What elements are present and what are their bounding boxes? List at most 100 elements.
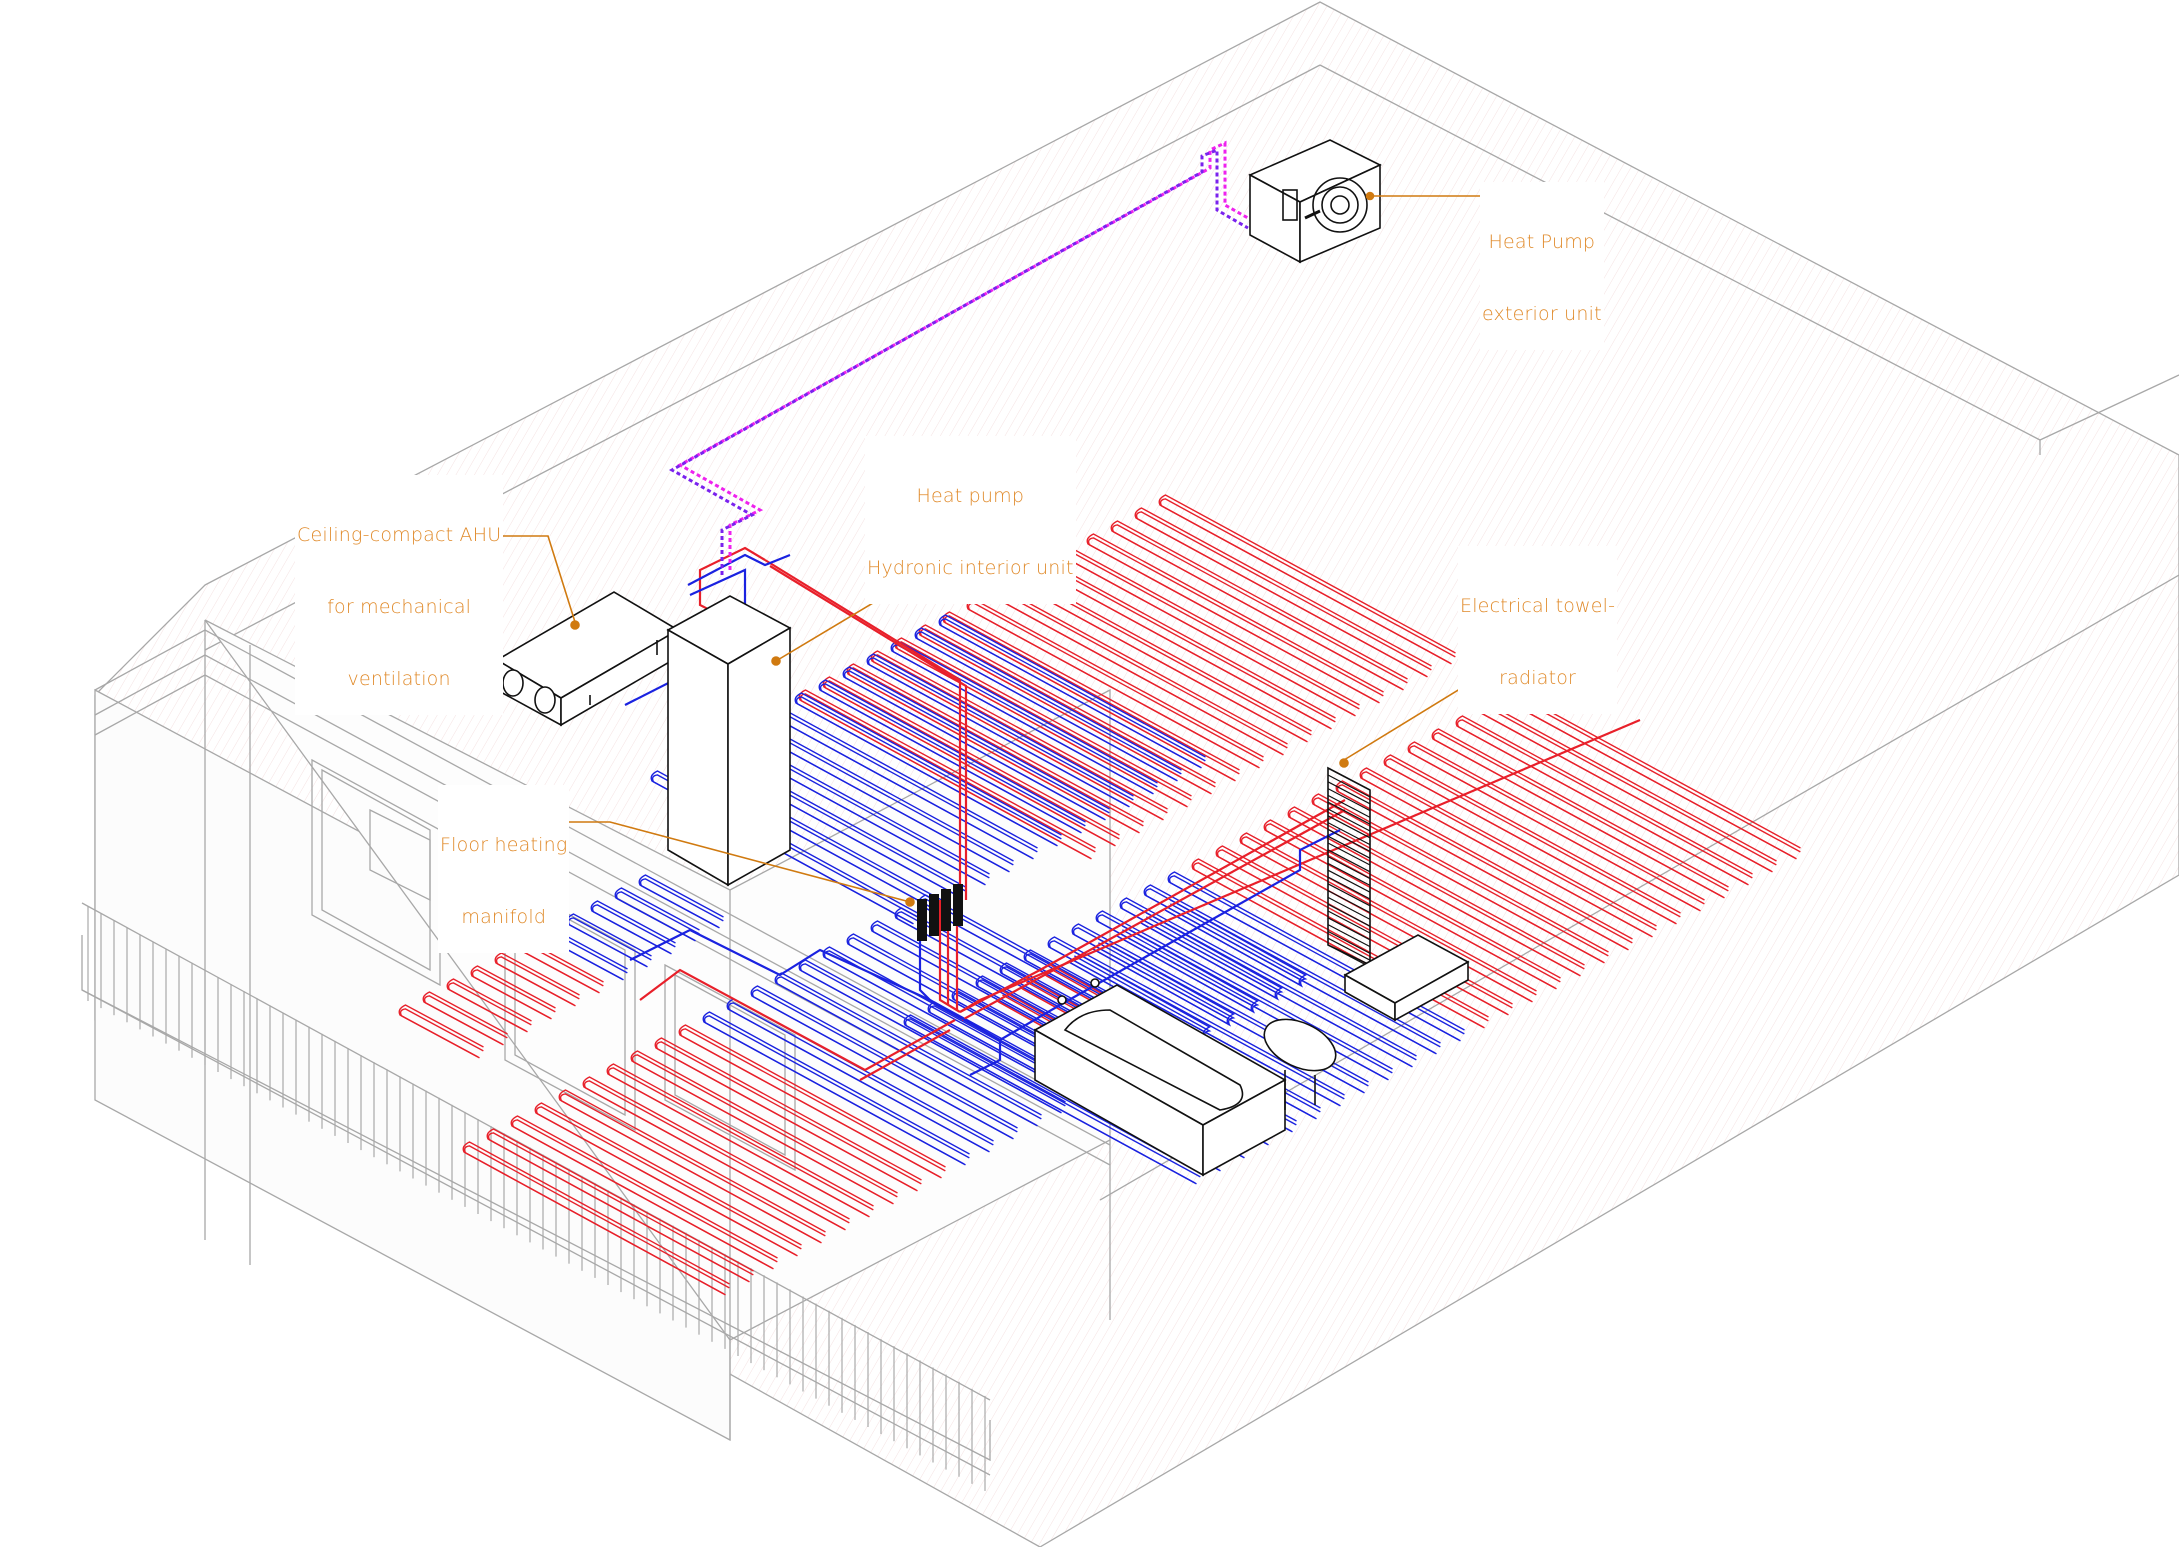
supply-loop (1288, 810, 1585, 977)
return-loop (895, 911, 1162, 1062)
return-loop (1119, 897, 1417, 1067)
supply-loop (495, 956, 580, 1007)
return-loop (1072, 927, 1369, 1094)
building-shell (81, 1, 2179, 1547)
return-loop (1142, 916, 1284, 1001)
supply-loop (463, 1145, 730, 1296)
return-loop (866, 653, 1134, 807)
towel-radiator[interactable] (1327, 766, 1371, 968)
radiator-rung (1327, 828, 1371, 852)
label-line: radiator (1499, 667, 1577, 689)
return-loop (750, 985, 1018, 1139)
window-1 (311, 758, 441, 987)
return-loop (702, 1011, 970, 1165)
return-loop (1118, 929, 1260, 1014)
supply-loop (1432, 732, 1729, 899)
supply-loop (1360, 771, 1657, 938)
return-loop (650, 770, 918, 924)
return-loop (867, 657, 1134, 808)
supply-loop (871, 654, 1168, 821)
supply-loop (1216, 849, 1513, 1016)
radiator-rung (1327, 910, 1371, 934)
radiator-rung (1327, 815, 1371, 839)
return-loop (638, 874, 724, 928)
return-loop (703, 1015, 970, 1166)
supply-loop (398, 1004, 484, 1058)
return-loop (894, 907, 1162, 1061)
supply-loop (919, 628, 1216, 795)
supply-loop (511, 1119, 778, 1270)
return-loop (951, 988, 1249, 1158)
radiator-rung (1327, 883, 1371, 907)
ahu-unit[interactable] (495, 591, 680, 727)
toilet[interactable] (1256, 1009, 1343, 1110)
supply-loop (1408, 745, 1705, 912)
radiator-rung (1327, 924, 1371, 948)
supply-loop (1455, 715, 1753, 885)
return-loop (1047, 936, 1345, 1106)
heat-pump-exterior-unit[interactable] (1248, 139, 1382, 264)
radiator-rung (1327, 808, 1371, 832)
label-line: Electrical towel- (1460, 595, 1616, 617)
floor-heating-manifold[interactable] (917, 884, 963, 941)
label-line: Hydronic interior unit (867, 557, 1074, 579)
return-loop (590, 900, 676, 954)
return-loop (1166, 903, 1308, 988)
supply-loop (607, 1067, 874, 1218)
return-loop (904, 1018, 1201, 1185)
supply-loop (462, 1141, 730, 1295)
return-loop (999, 962, 1297, 1132)
supply-loop (558, 1089, 826, 1243)
supply-loop (582, 1076, 850, 1230)
supply-loop (422, 991, 508, 1045)
return-loop (928, 1005, 1225, 1172)
radiator-rung (1327, 801, 1371, 825)
label-ahu: Ceiling-compact AHU for mechanical venti… (295, 475, 504, 715)
supply-loop (1287, 806, 1585, 976)
return-loop (846, 933, 1114, 1087)
return-loop (914, 627, 1182, 781)
washbasin[interactable] (1343, 934, 1470, 1022)
radiator-rung (1327, 794, 1371, 818)
supply-loop (1110, 520, 1408, 690)
return-loop (976, 979, 1273, 1146)
radiator-rung (1327, 856, 1371, 880)
return-loop (915, 631, 1182, 782)
supply-loop (654, 1037, 922, 1191)
return-loop (1168, 875, 1465, 1042)
return-loop (871, 924, 1138, 1075)
return-loop (939, 618, 1206, 769)
supply-loop (1312, 797, 1609, 964)
supply-loop (486, 1128, 754, 1282)
supply-loop (1158, 494, 1456, 664)
label-line: Floor heating (440, 834, 568, 856)
return-loop (938, 614, 1206, 768)
supply-loop (534, 1102, 802, 1256)
return-loop (1095, 910, 1393, 1080)
supply-loop (447, 982, 532, 1033)
bathtub[interactable] (1033, 978, 1287, 1177)
radiator-rung (1327, 862, 1371, 886)
supply-loop (847, 667, 1144, 834)
return-loop (799, 963, 1066, 1114)
supply-loop (943, 615, 1240, 782)
supply-loop (823, 680, 1120, 847)
hydronic-interior-unit[interactable] (666, 595, 792, 887)
return-loop (975, 975, 1273, 1145)
supply-loop (1215, 845, 1513, 1015)
leader-heat-pump-exterior (1365, 191, 1480, 201)
radiator-rung (1327, 930, 1371, 954)
return-loop (1167, 871, 1465, 1041)
label-hydronic-interior-unit: Heat pump Hydronic interior unit (865, 436, 1076, 604)
supply-loop (1335, 780, 1633, 950)
window-3 (664, 963, 796, 1172)
return-loop (847, 937, 1114, 1088)
return-loop (1048, 940, 1345, 1107)
return-loop (952, 992, 1249, 1159)
supply-loop (423, 995, 508, 1046)
radiator-rung (1327, 903, 1371, 927)
supply-loop (678, 1024, 946, 1178)
return-loop (639, 878, 724, 929)
label-heat-pump-exterior-unit: Heat Pump exterior unit (1480, 182, 1604, 350)
tap-icon (1090, 978, 1100, 988)
